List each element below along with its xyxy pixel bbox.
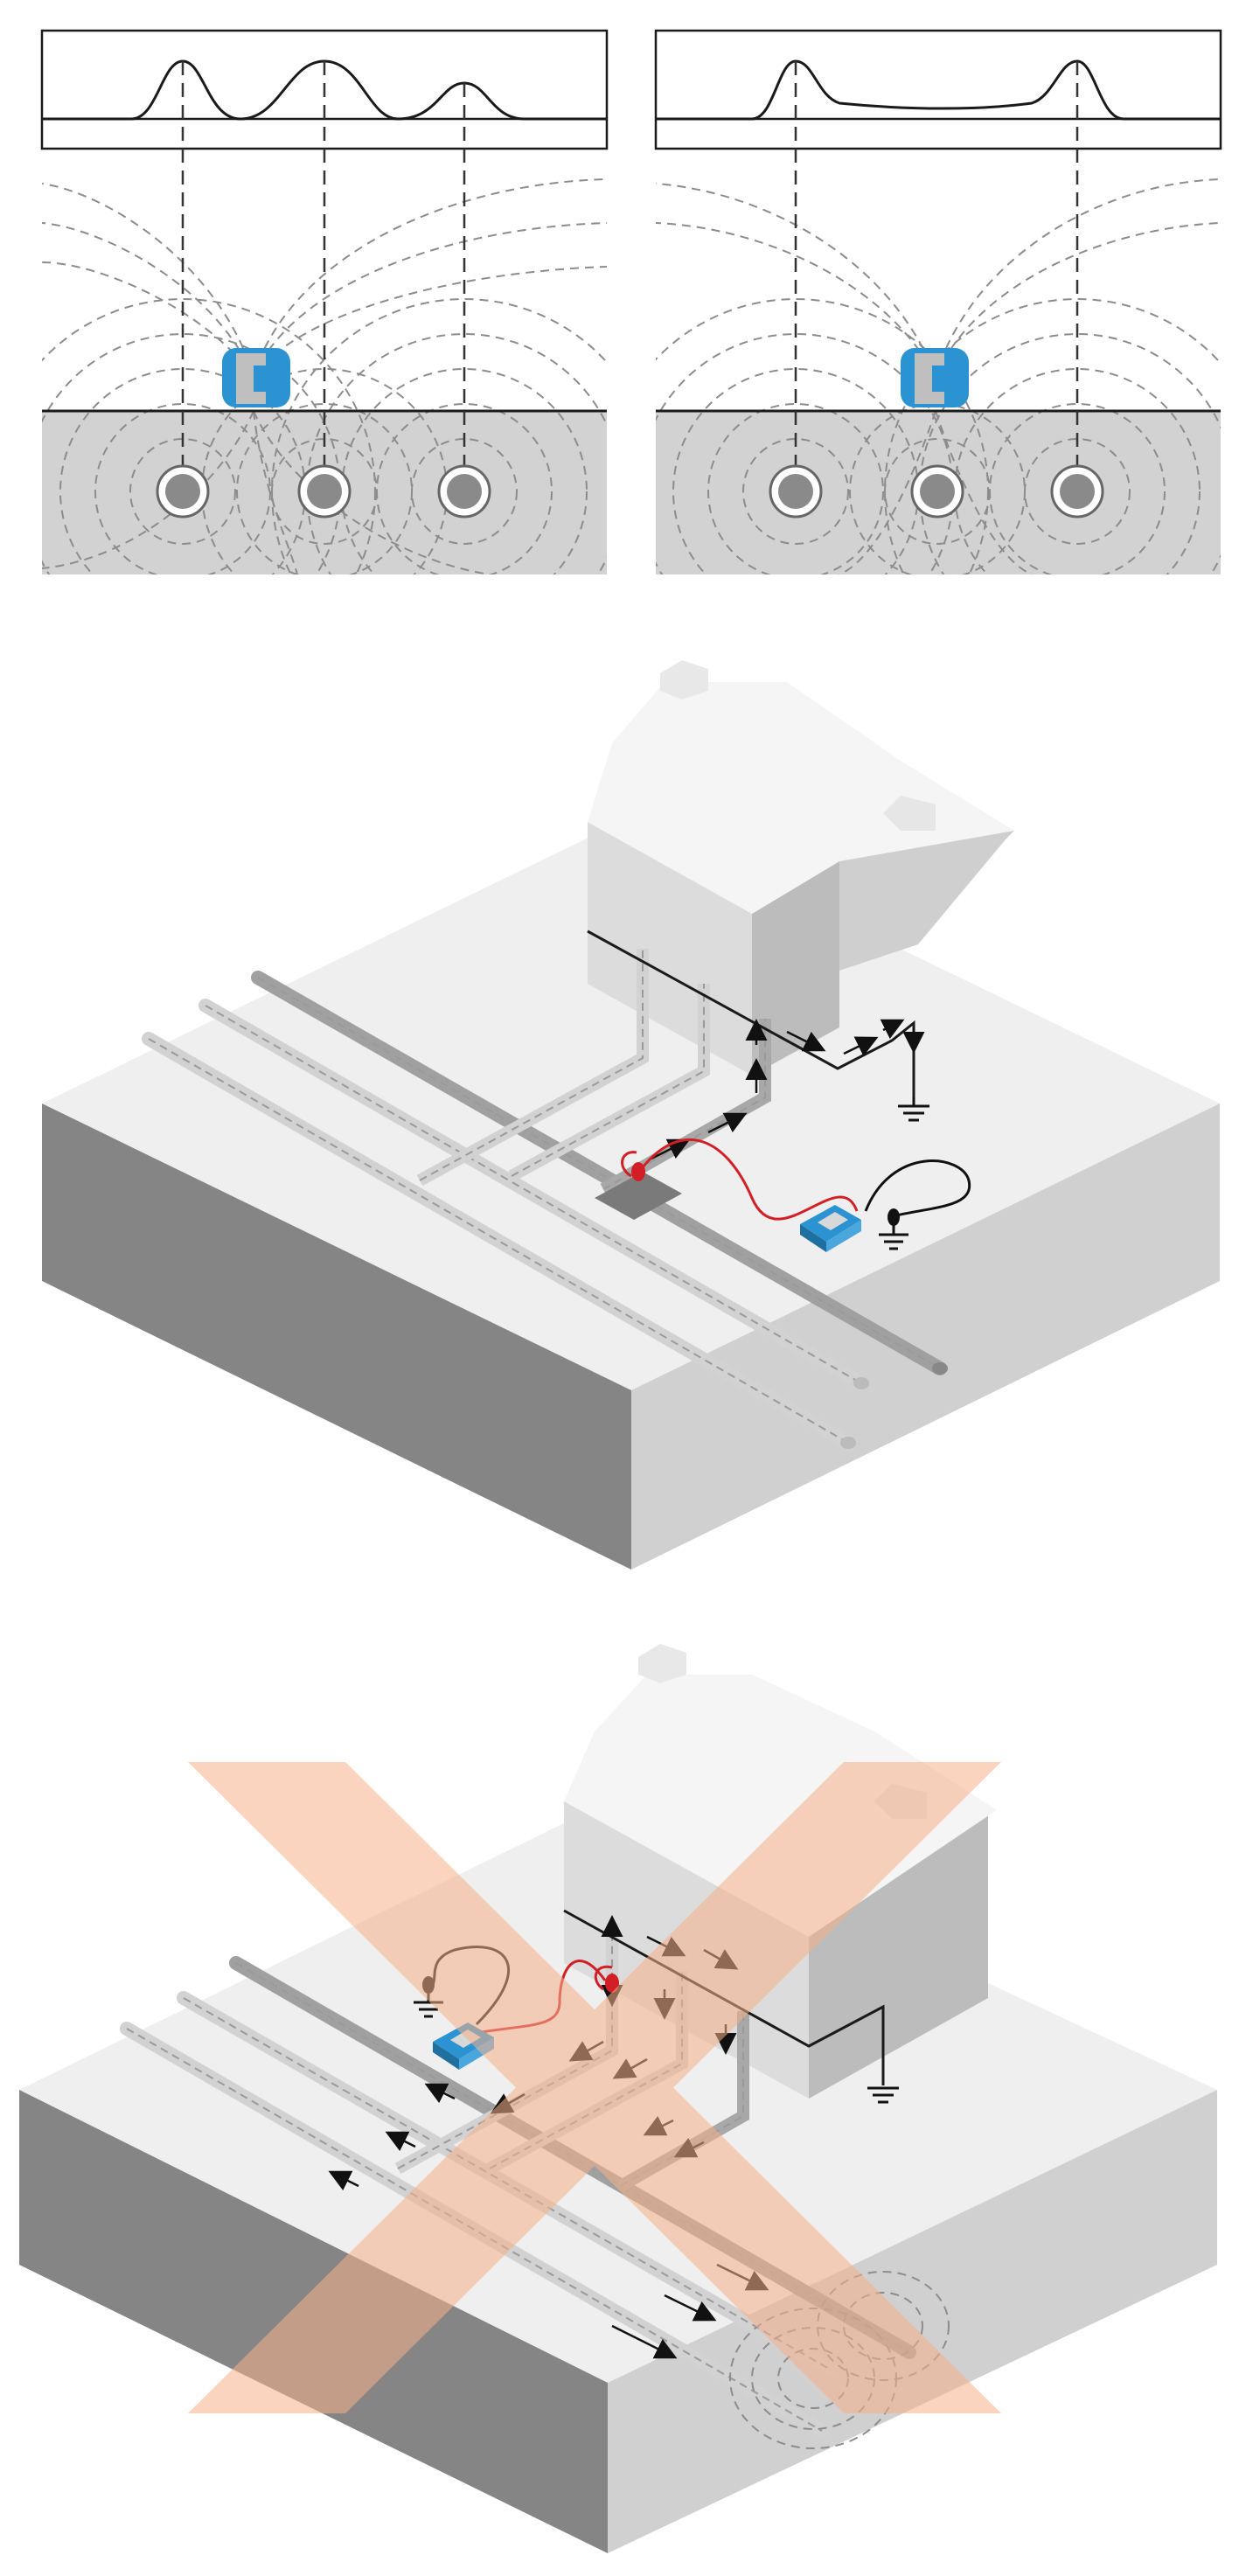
signal-curve [656, 59, 1221, 121]
conductor [297, 464, 352, 519]
ground-block-side-right [608, 2090, 1217, 2553]
buried-pipes [142, 949, 948, 1450]
transmitter-icon [800, 1205, 861, 1252]
clamp-icon [594, 1965, 619, 1993]
ground-symbol-icon [898, 1097, 929, 1122]
current-arrows [651, 1019, 925, 1160]
ground-block-top [42, 818, 1220, 1390]
signal-lead-red [641, 1138, 859, 1221]
conductor [910, 464, 964, 519]
scene-incorrect-connection [19, 1644, 1217, 2553]
conductor [769, 464, 823, 519]
conductor [156, 464, 210, 519]
locator-icon [222, 348, 290, 407]
conductor [1050, 464, 1104, 519]
access-plate [595, 1172, 682, 1220]
conductor [437, 464, 491, 519]
house [588, 660, 1014, 1076]
field-panel-left [40, 29, 609, 574]
signal-strength-display [654, 29, 1222, 150]
field-panel-right [654, 29, 1222, 574]
ground-block-side-right [631, 1104, 1220, 1570]
clamp-icon [621, 1151, 645, 1181]
locator-icon [901, 348, 969, 407]
cross-out-mark [188, 1762, 1001, 2413]
ground-lead [864, 1159, 971, 1217]
ground-stake-icon [879, 1208, 908, 1250]
ground-block-side-left [42, 1104, 631, 1570]
scene-correct-connection [42, 660, 1220, 1570]
ground-symbol-icon [867, 2086, 899, 2104]
